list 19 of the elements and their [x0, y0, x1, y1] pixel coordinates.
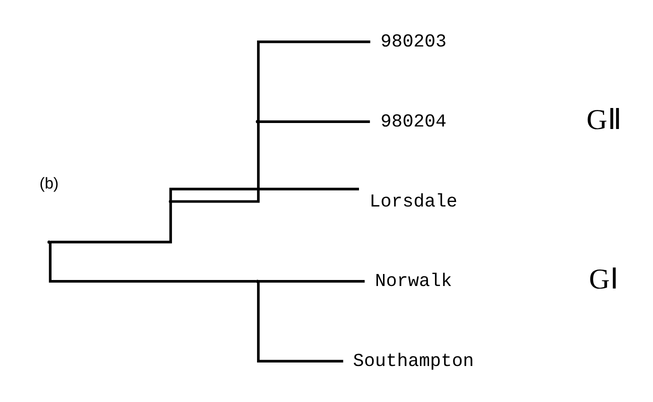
node-point [168, 199, 172, 203]
node-text: Norwalk [375, 270, 452, 292]
connector [171, 121, 260, 202]
label: GⅠ [589, 263, 619, 296]
connector [48, 242, 256, 282]
node-point [256, 279, 259, 282]
connector [258, 120, 370, 122]
connector [169, 187, 359, 200]
node-text: Lorsdale [370, 190, 458, 212]
connector [257, 40, 370, 122]
connector [257, 280, 344, 362]
connector [258, 280, 365, 282]
node-text: Southampton [353, 350, 474, 372]
label: (b) [39, 175, 59, 192]
node-text: 980203 [380, 31, 446, 52]
label: GⅡ [586, 103, 622, 136]
node-text: 980204 [380, 110, 446, 132]
connector [50, 202, 172, 243]
node-point [47, 240, 51, 244]
